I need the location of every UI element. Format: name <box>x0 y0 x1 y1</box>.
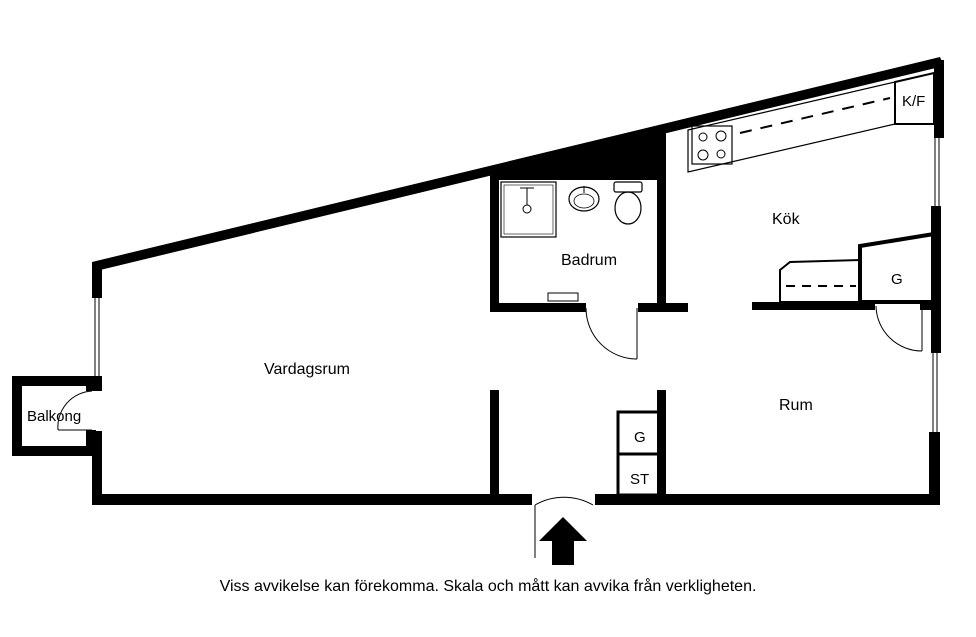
bottom-wall-right <box>595 494 940 505</box>
windows <box>94 138 940 432</box>
disclaimer-text: Viss avvikelse kan förekomma. Skala och … <box>219 578 757 595</box>
hall-closets: G ST <box>616 410 663 497</box>
upper-cabinets-line <box>739 97 891 134</box>
entrance-arrow <box>539 517 587 565</box>
bathroom-bottom-wall-right <box>638 303 688 312</box>
bathroom-left-wall <box>490 176 499 308</box>
stove <box>691 125 733 165</box>
balkong: Balkong <box>12 376 96 456</box>
kok-label: Kök <box>772 211 801 228</box>
shower <box>500 181 557 238</box>
kitchen-rum-partition: G <box>752 231 936 352</box>
bathroom-bottom-wall-left <box>490 303 586 312</box>
fridge-freezer <box>894 71 935 125</box>
bathroom-right-wall <box>657 176 666 308</box>
shaft <box>490 128 666 180</box>
right-wall-lower <box>929 432 940 505</box>
toilet-tank <box>613 181 643 193</box>
bathroom-door-swing <box>585 307 638 360</box>
entrance-door-swing <box>534 496 594 558</box>
g-hall-label: G <box>634 429 646 446</box>
kok: K/F Kök <box>687 71 935 228</box>
toilet-bowl <box>614 191 642 225</box>
balcony-label: Balkong <box>27 408 81 425</box>
badrum: Badrum <box>490 176 688 360</box>
closet-door-swing <box>875 305 923 352</box>
left-wall-mid <box>92 376 102 391</box>
balcony-door-swing <box>57 390 93 431</box>
vardagsrum-label: Vardagsrum <box>264 361 350 378</box>
left-wall-bottom <box>92 431 102 505</box>
wall-vardagsrum-hall <box>490 390 499 498</box>
badrum-label: Badrum <box>561 252 617 269</box>
st-closet <box>616 452 663 497</box>
kitchen-wardrobe <box>779 258 861 303</box>
g-kok-label: G <box>891 271 903 288</box>
bottom-wall-left <box>94 494 532 505</box>
right-wall-upper <box>934 60 944 138</box>
balcony-wall <box>12 376 96 456</box>
rum-label: Rum <box>779 397 813 414</box>
kf-label: K/F <box>902 93 925 110</box>
outer-walls <box>92 57 944 505</box>
bathroom-radiator <box>547 292 579 302</box>
st-label: ST <box>630 471 649 488</box>
entrance <box>534 496 594 565</box>
g-closet-kok <box>858 231 936 304</box>
left-wall-top <box>92 262 102 298</box>
